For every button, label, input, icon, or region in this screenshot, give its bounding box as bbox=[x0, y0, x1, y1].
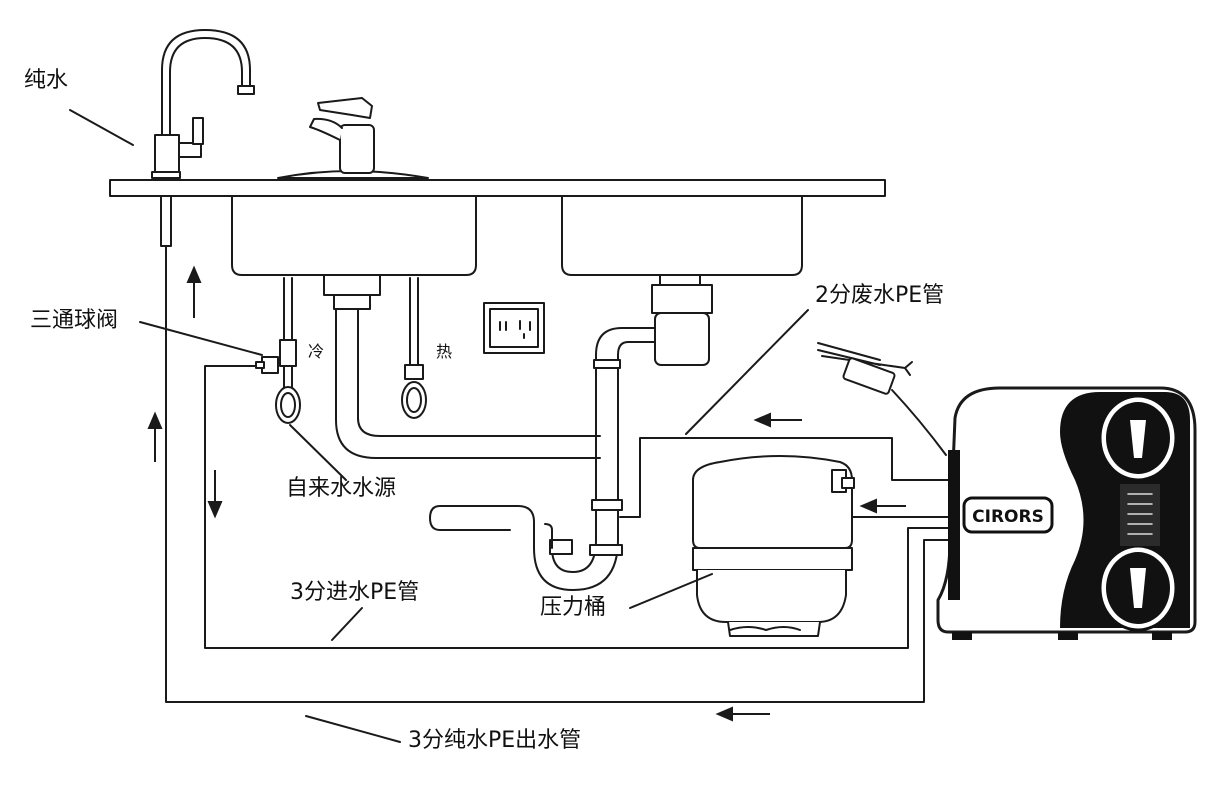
label-three-way-valve: 三通球阀 bbox=[30, 308, 119, 333]
sink-right bbox=[561, 195, 803, 276]
ro-purifier-icon bbox=[936, 386, 1197, 640]
label-waste-pe-tube: 2分废水PE管 bbox=[815, 283, 945, 308]
label-inlet-pe-tube: 3分进水PE管 bbox=[290, 580, 420, 605]
power-outlet-icon bbox=[483, 302, 545, 354]
countertop bbox=[109, 179, 886, 197]
power-adapter-icon bbox=[817, 342, 947, 456]
brand-logo: CIRORS bbox=[972, 507, 1044, 527]
flow-arrow-icon bbox=[147, 265, 906, 722]
label-pressure-tank: 压力桶 bbox=[540, 595, 607, 620]
kitchen-faucet-icon bbox=[277, 97, 429, 179]
pressure-tank-icon bbox=[692, 455, 855, 637]
sink-left bbox=[231, 195, 477, 276]
label-cold: 冷 bbox=[308, 342, 325, 361]
label-pure-water: 纯水 bbox=[24, 68, 69, 93]
pure-water-faucet-icon bbox=[151, 29, 255, 179]
label-tap-water-source: 自来水水源 bbox=[286, 476, 397, 501]
label-outlet-pe-tube: 3分纯水PE出水管 bbox=[408, 728, 582, 753]
label-hot: 热 bbox=[436, 342, 453, 361]
